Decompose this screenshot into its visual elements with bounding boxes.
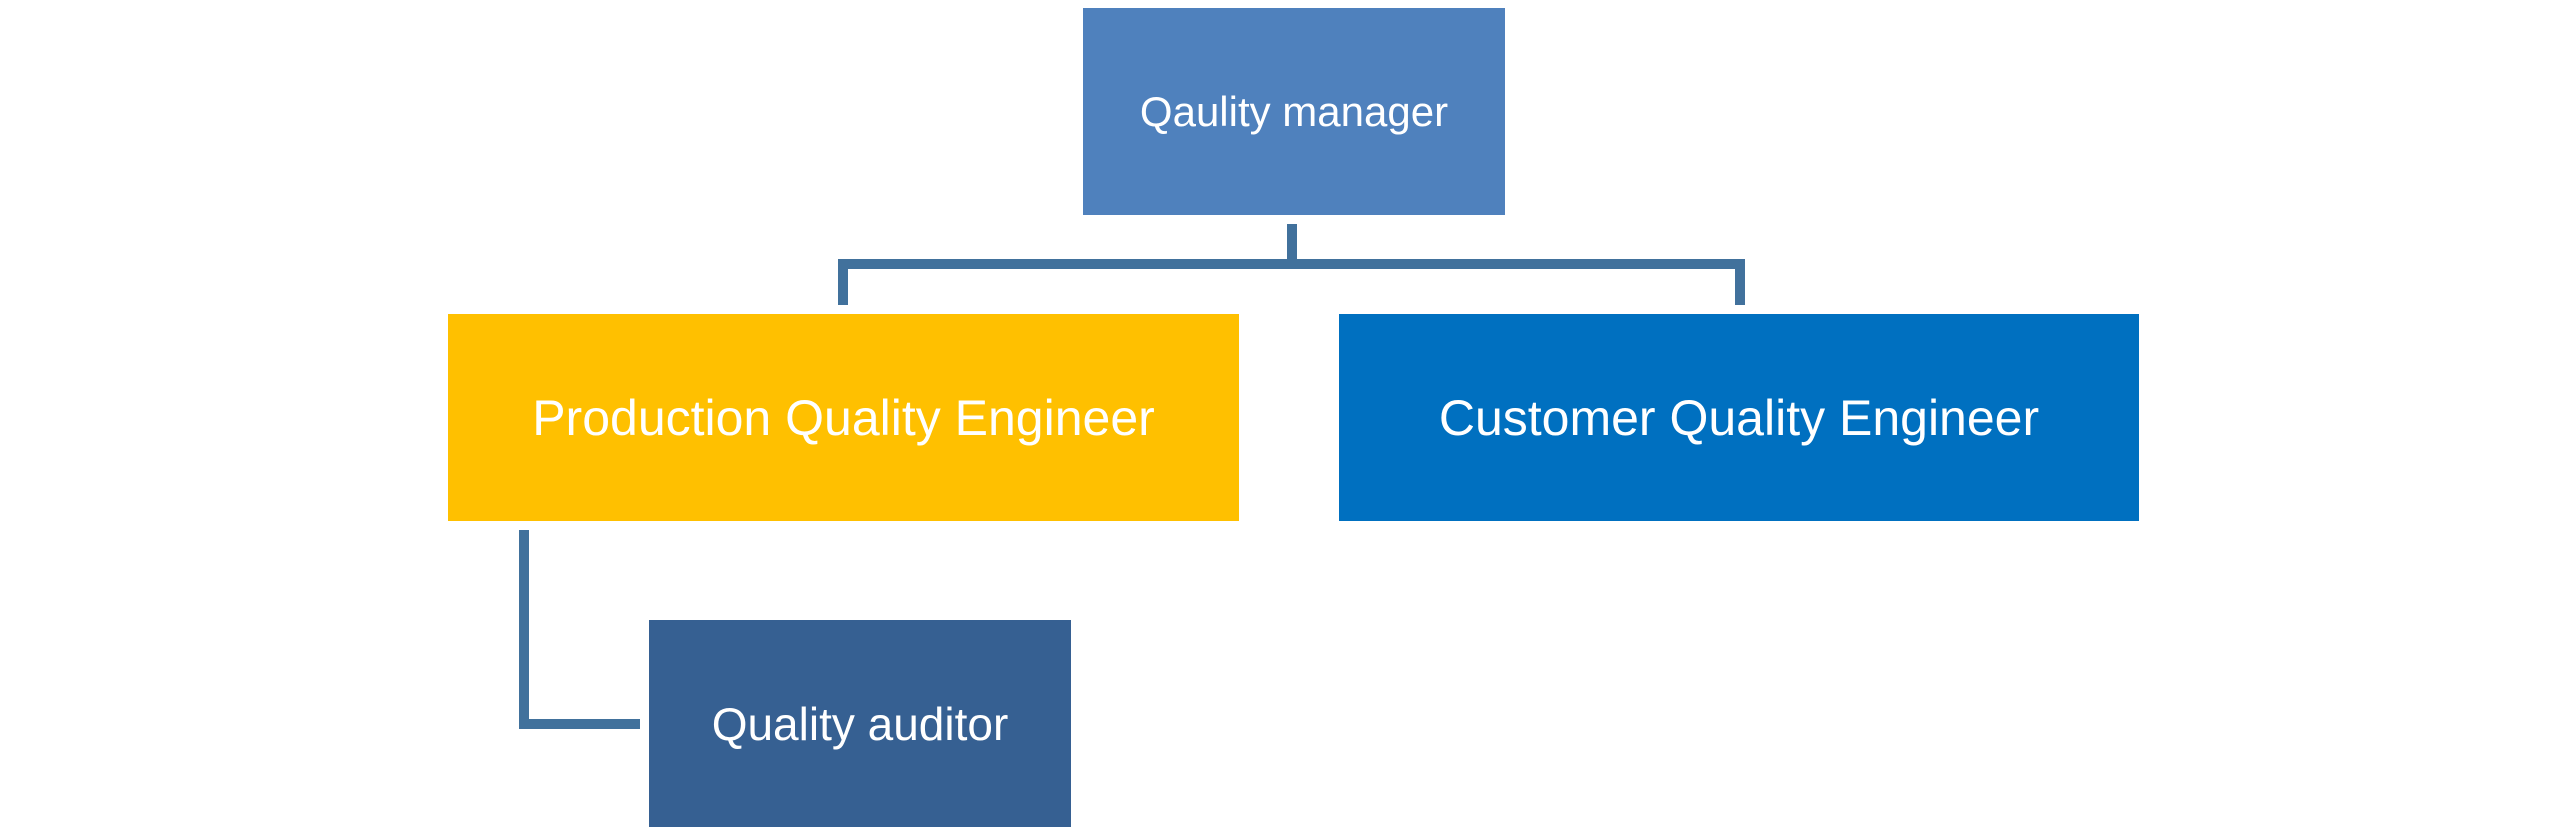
connector-manager-to-production (838, 224, 1297, 305)
node-label: Qaulity manager (1139, 87, 1449, 135)
node-quality-auditor: Quality auditor (649, 620, 1071, 827)
node-label: Quality auditor (711, 697, 1009, 750)
node-label: Production Quality Engineer (532, 389, 1155, 446)
node-label: Customer Quality Engineer (1438, 389, 2040, 446)
connector-manager-to-customer (1292, 259, 1745, 305)
node-customer-quality-engineer: Customer Quality Engineer (1339, 314, 2139, 521)
node-quality-manager: Qaulity manager (1083, 8, 1505, 215)
node-production-quality-engineer: Production Quality Engineer (448, 314, 1239, 521)
connector-production-to-auditor (519, 530, 640, 729)
